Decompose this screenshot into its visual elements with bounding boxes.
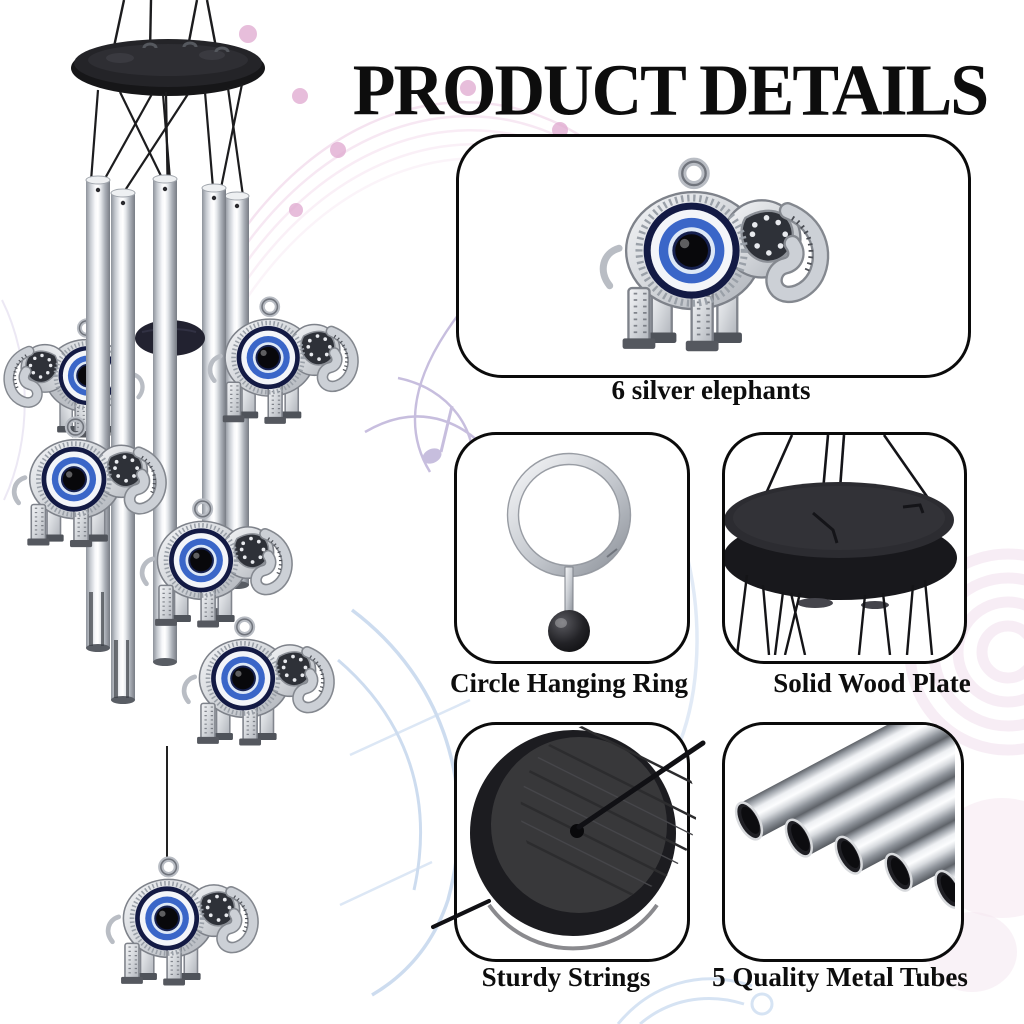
- sturdy-strings-art: [431, 695, 727, 951]
- string-through-plate: [576, 740, 706, 830]
- caption-silver-elephants: 6 silver elephants: [611, 375, 811, 405]
- tube-row: [734, 725, 955, 841]
- elephant-charm-4: [184, 619, 329, 745]
- panel-hanging-ring: [454, 432, 690, 664]
- plate-strings-bottom: [735, 574, 934, 655]
- evil-eye-elephant-wind-chime-photo: [0, 0, 360, 1024]
- caption-metal-tubes: 5 Quality Metal Tubes: [712, 962, 968, 992]
- panel-sturdy-strings: [431, 722, 690, 962]
- wood-plate-art: [725, 435, 957, 655]
- caption-hanging-ring: Circle Hanging Ring: [449, 668, 689, 698]
- panel-wood-plate: [722, 432, 967, 664]
- metal-tubes-art: [734, 725, 955, 909]
- hanging-ring-art: [506, 452, 632, 652]
- blue-curls-bottom: [616, 977, 774, 1024]
- elephant-charm-5: [108, 859, 253, 985]
- top-wood-ring: [71, 39, 265, 96]
- panel-metal-tubes: [722, 722, 964, 962]
- silver-elephant-art: [459, 137, 962, 369]
- caption-sturdy-strings: Sturdy Strings: [481, 962, 651, 992]
- caption-wood-plate: Solid Wood Plate: [773, 668, 971, 698]
- page-title: PRODUCT DETAILS: [352, 50, 990, 131]
- panel-silver-elephant: [456, 134, 971, 378]
